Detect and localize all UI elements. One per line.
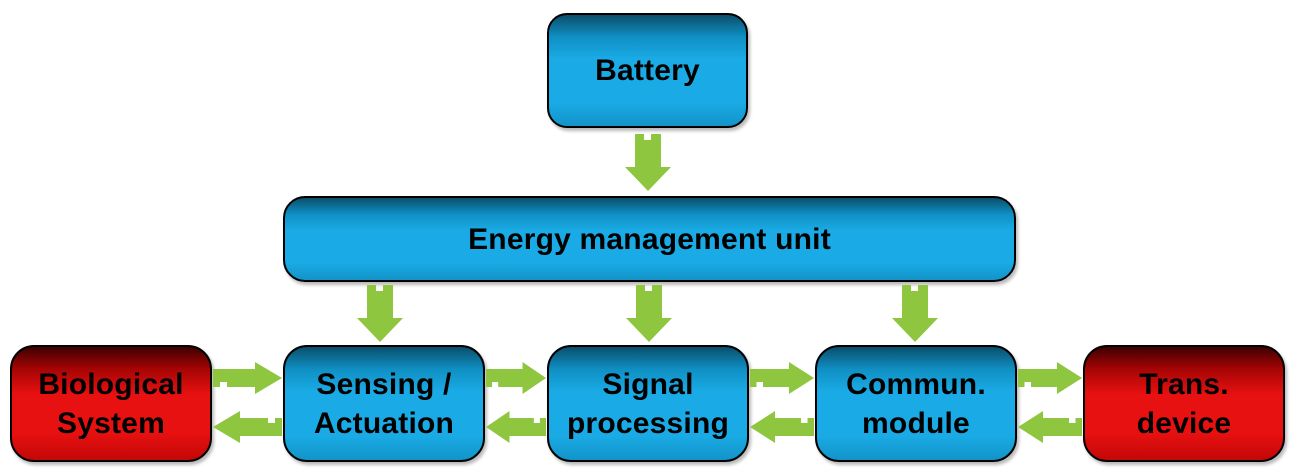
node-commun-module-label: Commun. module [846,367,986,440]
node-signal-processing-label: Signal processing [566,367,730,440]
node-signal-processing: Signal processing [547,345,749,462]
node-sensing-actuation: Sensing / Actuation [283,345,485,462]
arrow-energy-to-sensing [357,285,403,342]
arrow-trans-to-commun [1018,411,1082,443]
arrow-biological-to-sensing [213,362,282,394]
arrow-energy-to-signal [626,285,672,342]
node-biological-system-label: Biological System [38,367,184,440]
arrow-signal-to-sensing [486,411,546,443]
node-commun-module: Commun. module [815,345,1017,462]
arrow-sensing-to-biological [213,411,282,443]
node-sensing-actuation-label: Sensing / Actuation [313,367,455,440]
node-biological-system: Biological System [10,345,212,462]
arrow-sensing-to-signal [486,362,546,394]
arrow-energy-to-commun [892,285,938,342]
arrow-commun-to-trans [1018,362,1082,394]
node-energy-management-unit-label: Energy management unit [468,222,831,256]
arrow-commun-to-signal [750,411,814,443]
node-trans-device-label: Trans. device [1136,367,1232,440]
node-battery: Battery [547,13,748,128]
arrow-signal-to-commun [750,362,814,394]
node-trans-device: Trans. device [1083,345,1285,462]
node-battery-label: Battery [595,54,700,87]
arrow-battery-to-energy-management [625,134,671,191]
node-energy-management-unit: Energy management unit [283,196,1016,282]
